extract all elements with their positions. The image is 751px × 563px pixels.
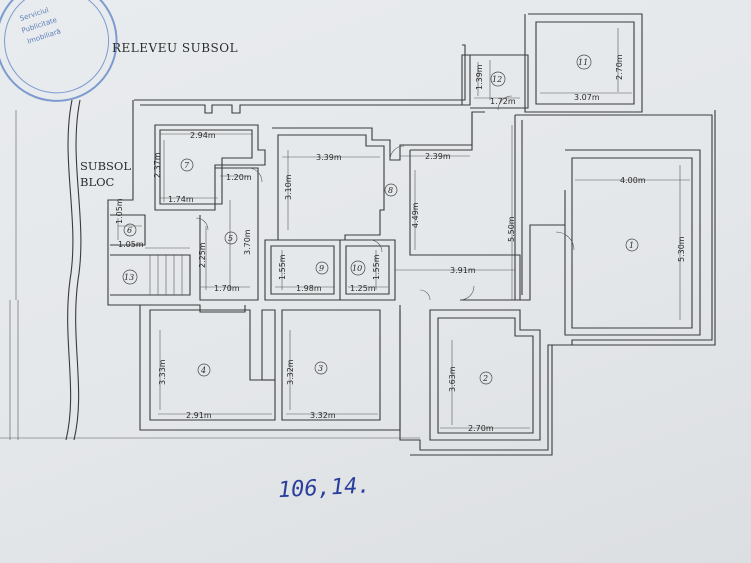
annex-rooms-outline [462, 13, 643, 113]
dim-10-width: 1.25m [350, 284, 376, 293]
dim-7-width: 2.94m [190, 131, 216, 140]
svg-text:11: 11 [578, 58, 588, 67]
dim-7-height: 2.37m [153, 152, 162, 178]
room-label-6: 6 [123, 223, 137, 237]
room-label-7: 7 [180, 158, 194, 172]
dim-1-70: 1.70m [214, 284, 240, 293]
dim-12-height: 1.39m [475, 64, 484, 90]
svg-text:13: 13 [124, 273, 134, 282]
dim-9-height: 1.55m [278, 254, 287, 280]
room-label-3: 3 [314, 361, 328, 375]
dim-12-width: 1.72m [490, 97, 516, 106]
room-label-9: 9 [315, 261, 329, 275]
room-label-2: 2 [479, 371, 493, 385]
dim-3-height: 3.32m [286, 359, 295, 385]
room-label-4: 4 [197, 363, 211, 377]
dim-6-height: 1.05m [115, 198, 124, 224]
svg-text:12: 12 [492, 75, 502, 84]
svg-text:9: 9 [319, 264, 324, 273]
room-label-12: 12 [490, 71, 506, 87]
dim-3-width: 3.32m [310, 411, 336, 420]
dim-2-width: 2.70m [468, 424, 494, 433]
dim-4-height: 3.33m [158, 359, 167, 385]
bloc-label-line-1: SUBSOL [80, 159, 131, 173]
dim-1-height: 5.30m [677, 236, 686, 262]
dimension-lines [117, 125, 690, 429]
svg-text:2: 2 [482, 374, 488, 383]
room-label-8: 8 [384, 183, 398, 197]
dim-5-width: 2.25m [198, 242, 207, 268]
svg-text:5: 5 [228, 234, 233, 243]
dim-7-bottom: 1.74m [168, 195, 194, 204]
dim-8-width: 3.39m [316, 153, 342, 162]
dim-1-20: 1.20m [226, 173, 252, 182]
dim-1-width: 4.00m [620, 176, 646, 185]
dimension-labels: 2.94m 2.37m 1.74m 1.20m 3.70m 2.25m 1.70… [115, 54, 686, 433]
dim-8-lower: 3.91m [450, 266, 476, 275]
room-label-1: 1 [625, 238, 639, 252]
dim-5-50: 5.50m [507, 216, 516, 242]
dim-8-upper: 2.39m [425, 152, 451, 161]
room-numbers: 7 6 5 13 8 9 10 1 4 3 2 11 12 [122, 54, 639, 385]
total-area-handwritten: 106,14. [277, 473, 371, 503]
dim-2-height: 3.63m [448, 366, 457, 392]
room-label-5: 5 [224, 231, 238, 245]
plan-title: RELEVEU SUBSOL [112, 41, 238, 55]
dim-6-width: 1.05m [118, 240, 144, 249]
room-label-11: 11 [576, 54, 592, 70]
svg-text:4: 4 [200, 366, 206, 375]
svg-text:10: 10 [352, 264, 362, 273]
bloc-label-line-2: BLOC [80, 175, 115, 189]
dim-4-width: 2.91m [186, 411, 212, 420]
svg-text:1: 1 [629, 241, 634, 250]
room-label-13: 13 [122, 269, 138, 285]
svg-text:7: 7 [184, 161, 190, 170]
stamp-seal: Serviciul Publicitate Imobiliară [0, 0, 118, 102]
svg-text:3: 3 [318, 364, 323, 373]
dim-8-right: 4.49m [411, 202, 420, 228]
interior-walls [110, 95, 701, 441]
dim-11-height: 2.70m [615, 54, 624, 80]
dim-8-height: 3.10m [284, 174, 293, 200]
dim-9-width: 1.98m [296, 284, 322, 293]
svg-text:8: 8 [388, 186, 393, 195]
room-label-10: 10 [350, 260, 366, 276]
dim-10-height: 1.55m [372, 254, 381, 280]
dim-11-width: 3.07m [574, 93, 600, 102]
dim-5-height: 3.70m [243, 229, 252, 255]
left-neighbour-outline [0, 99, 420, 441]
svg-text:6: 6 [127, 226, 132, 235]
